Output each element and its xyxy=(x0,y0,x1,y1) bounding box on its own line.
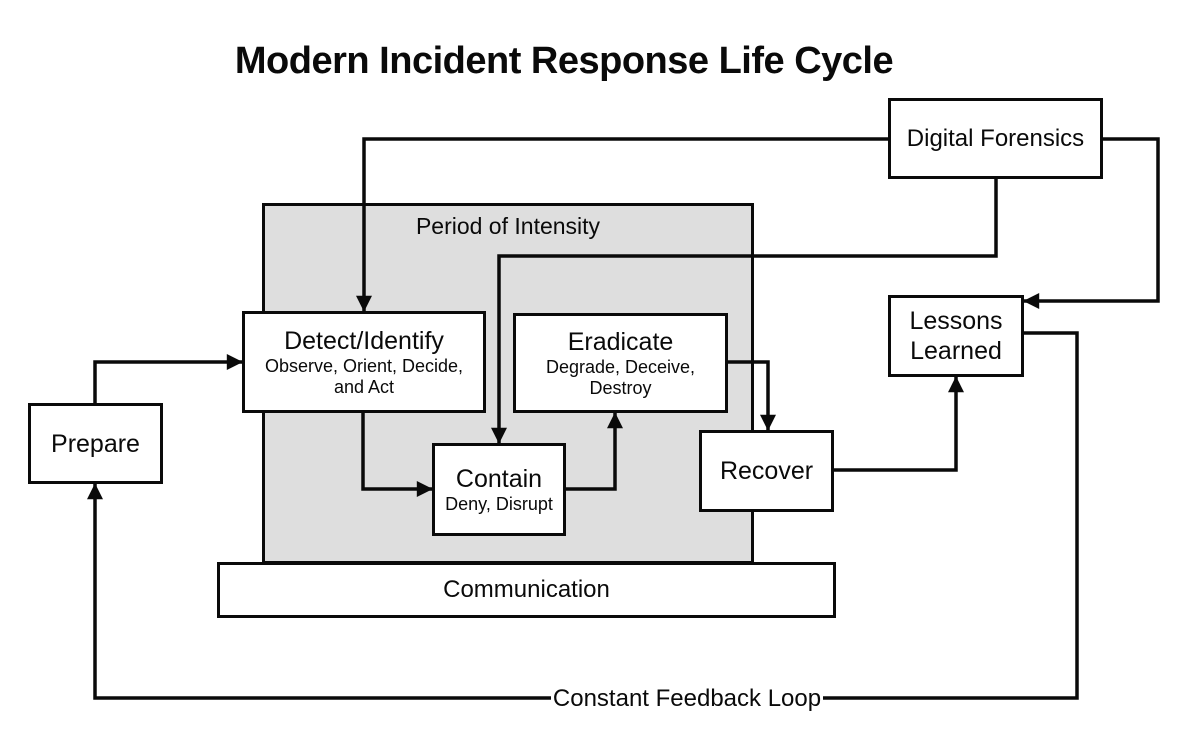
arrow-detect-to-contain xyxy=(361,413,433,497)
arrow-contain-to-eradicate xyxy=(566,412,623,491)
node-eradicate-sublabel: Degrade, Deceive, Destroy xyxy=(545,357,696,398)
node-digital-forensics-label: Digital Forensics xyxy=(906,124,1085,152)
node-contain-label: Contain xyxy=(455,465,543,493)
node-lessons-learned: Lessons Learned xyxy=(888,295,1024,377)
arrow-prepare-to-detect xyxy=(93,354,243,403)
communication-label: Communication xyxy=(443,576,610,603)
node-contain-sublabel: Deny, Disrupt xyxy=(445,494,553,514)
arrow-recover-to-lessons xyxy=(834,376,964,472)
arrow-forensics-bottom-to-contain-top xyxy=(491,179,998,444)
node-digital-forensics: Digital Forensics xyxy=(888,98,1103,179)
node-detect-identify-label: Detect/Identify xyxy=(284,327,444,355)
arrow-forensics-left-to-detect-top xyxy=(356,137,888,312)
node-contain: Contain Deny, Disrupt xyxy=(432,443,566,536)
arrow-eradicate-to-recover xyxy=(728,360,776,431)
node-recover-label: Recover xyxy=(719,457,814,485)
communication-bar: Communication xyxy=(217,562,836,618)
period-of-intensity-label: Period of Intensity xyxy=(415,213,601,239)
node-prepare: Prepare xyxy=(28,403,163,484)
node-eradicate-label: Eradicate xyxy=(567,328,674,356)
feedback-loop-label: Constant Feedback Loop xyxy=(551,685,823,712)
arrow-forensics-right-to-lessons xyxy=(1023,137,1160,309)
node-detect-identify-sublabel: Observe, Orient, Decide, and Act xyxy=(264,356,464,397)
node-prepare-label: Prepare xyxy=(51,429,140,458)
node-eradicate: Eradicate Degrade, Deceive, Destroy xyxy=(513,313,728,413)
node-lessons-learned-label: Lessons Learned xyxy=(909,307,1003,365)
node-detect-identify: Detect/Identify Observe, Orient, Decide,… xyxy=(242,311,486,413)
arrow-feedback-loop-to-prepare xyxy=(87,331,1079,700)
node-recover: Recover xyxy=(699,430,834,512)
diagram-title: Modern Incident Response Life Cycle xyxy=(234,40,894,82)
